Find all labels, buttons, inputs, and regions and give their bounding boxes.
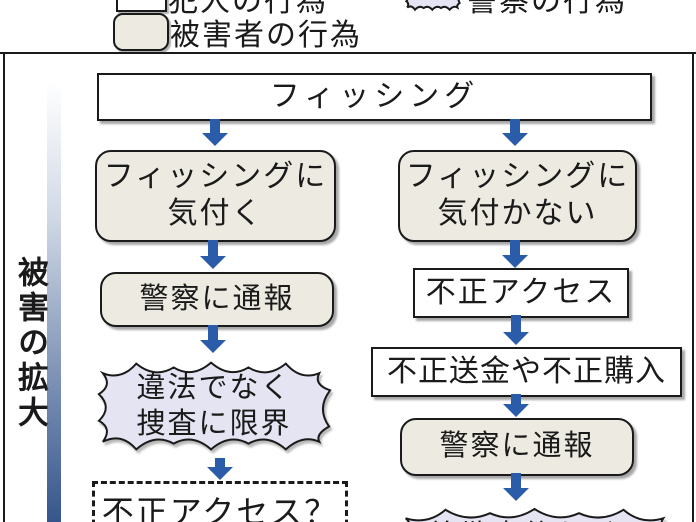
legend-victim-label: 被害者の行為 xyxy=(170,19,362,52)
damage-gradient-bar-icon xyxy=(47,82,61,522)
down-arrow-icon xyxy=(202,119,228,146)
legend-criminal-swatch-icon xyxy=(116,0,167,12)
legend-police-swatch-icon xyxy=(406,0,461,11)
frame-right-line xyxy=(692,52,694,522)
node-investigation-limit: 違法でなく 捜査に限界 xyxy=(93,356,335,457)
down-arrow-icon xyxy=(200,240,226,269)
node-notice-phishing: フィッシングに 気付く xyxy=(95,150,336,242)
node-unauthorized-access-question: 不正アクセス？ xyxy=(92,481,348,522)
down-arrow-icon xyxy=(503,315,529,345)
down-arrow-icon xyxy=(503,394,529,417)
node-report-police-left: 警察に通報 xyxy=(100,272,334,327)
legend-victim-swatch-icon xyxy=(113,13,169,51)
down-arrow-icon xyxy=(503,473,529,501)
down-arrow-icon xyxy=(200,325,226,353)
node-not-notice-phishing: フィッシングに 気付かない xyxy=(398,150,637,242)
node-report-police-right: 警察に通報 xyxy=(400,418,634,476)
frame-top-line xyxy=(0,52,696,54)
legend-criminal-label: 犯人の行為 xyxy=(168,0,328,18)
node-fraudulent-transfer: 不正送金や不正購入 xyxy=(371,347,682,397)
down-arrow-icon xyxy=(502,119,528,146)
frame-left-line xyxy=(3,52,5,522)
node-fraud-case: 詐欺事件などで xyxy=(394,503,682,522)
down-arrow-icon xyxy=(207,458,233,480)
node-unauthorized-access: 不正アクセス xyxy=(413,268,629,318)
node-phishing: フィッシング xyxy=(97,73,652,121)
sidebar-damage-label: 被害の拡大 xyxy=(13,256,48,431)
legend-police-label: 警察の行為 xyxy=(467,0,627,18)
down-arrow-icon xyxy=(502,240,528,268)
